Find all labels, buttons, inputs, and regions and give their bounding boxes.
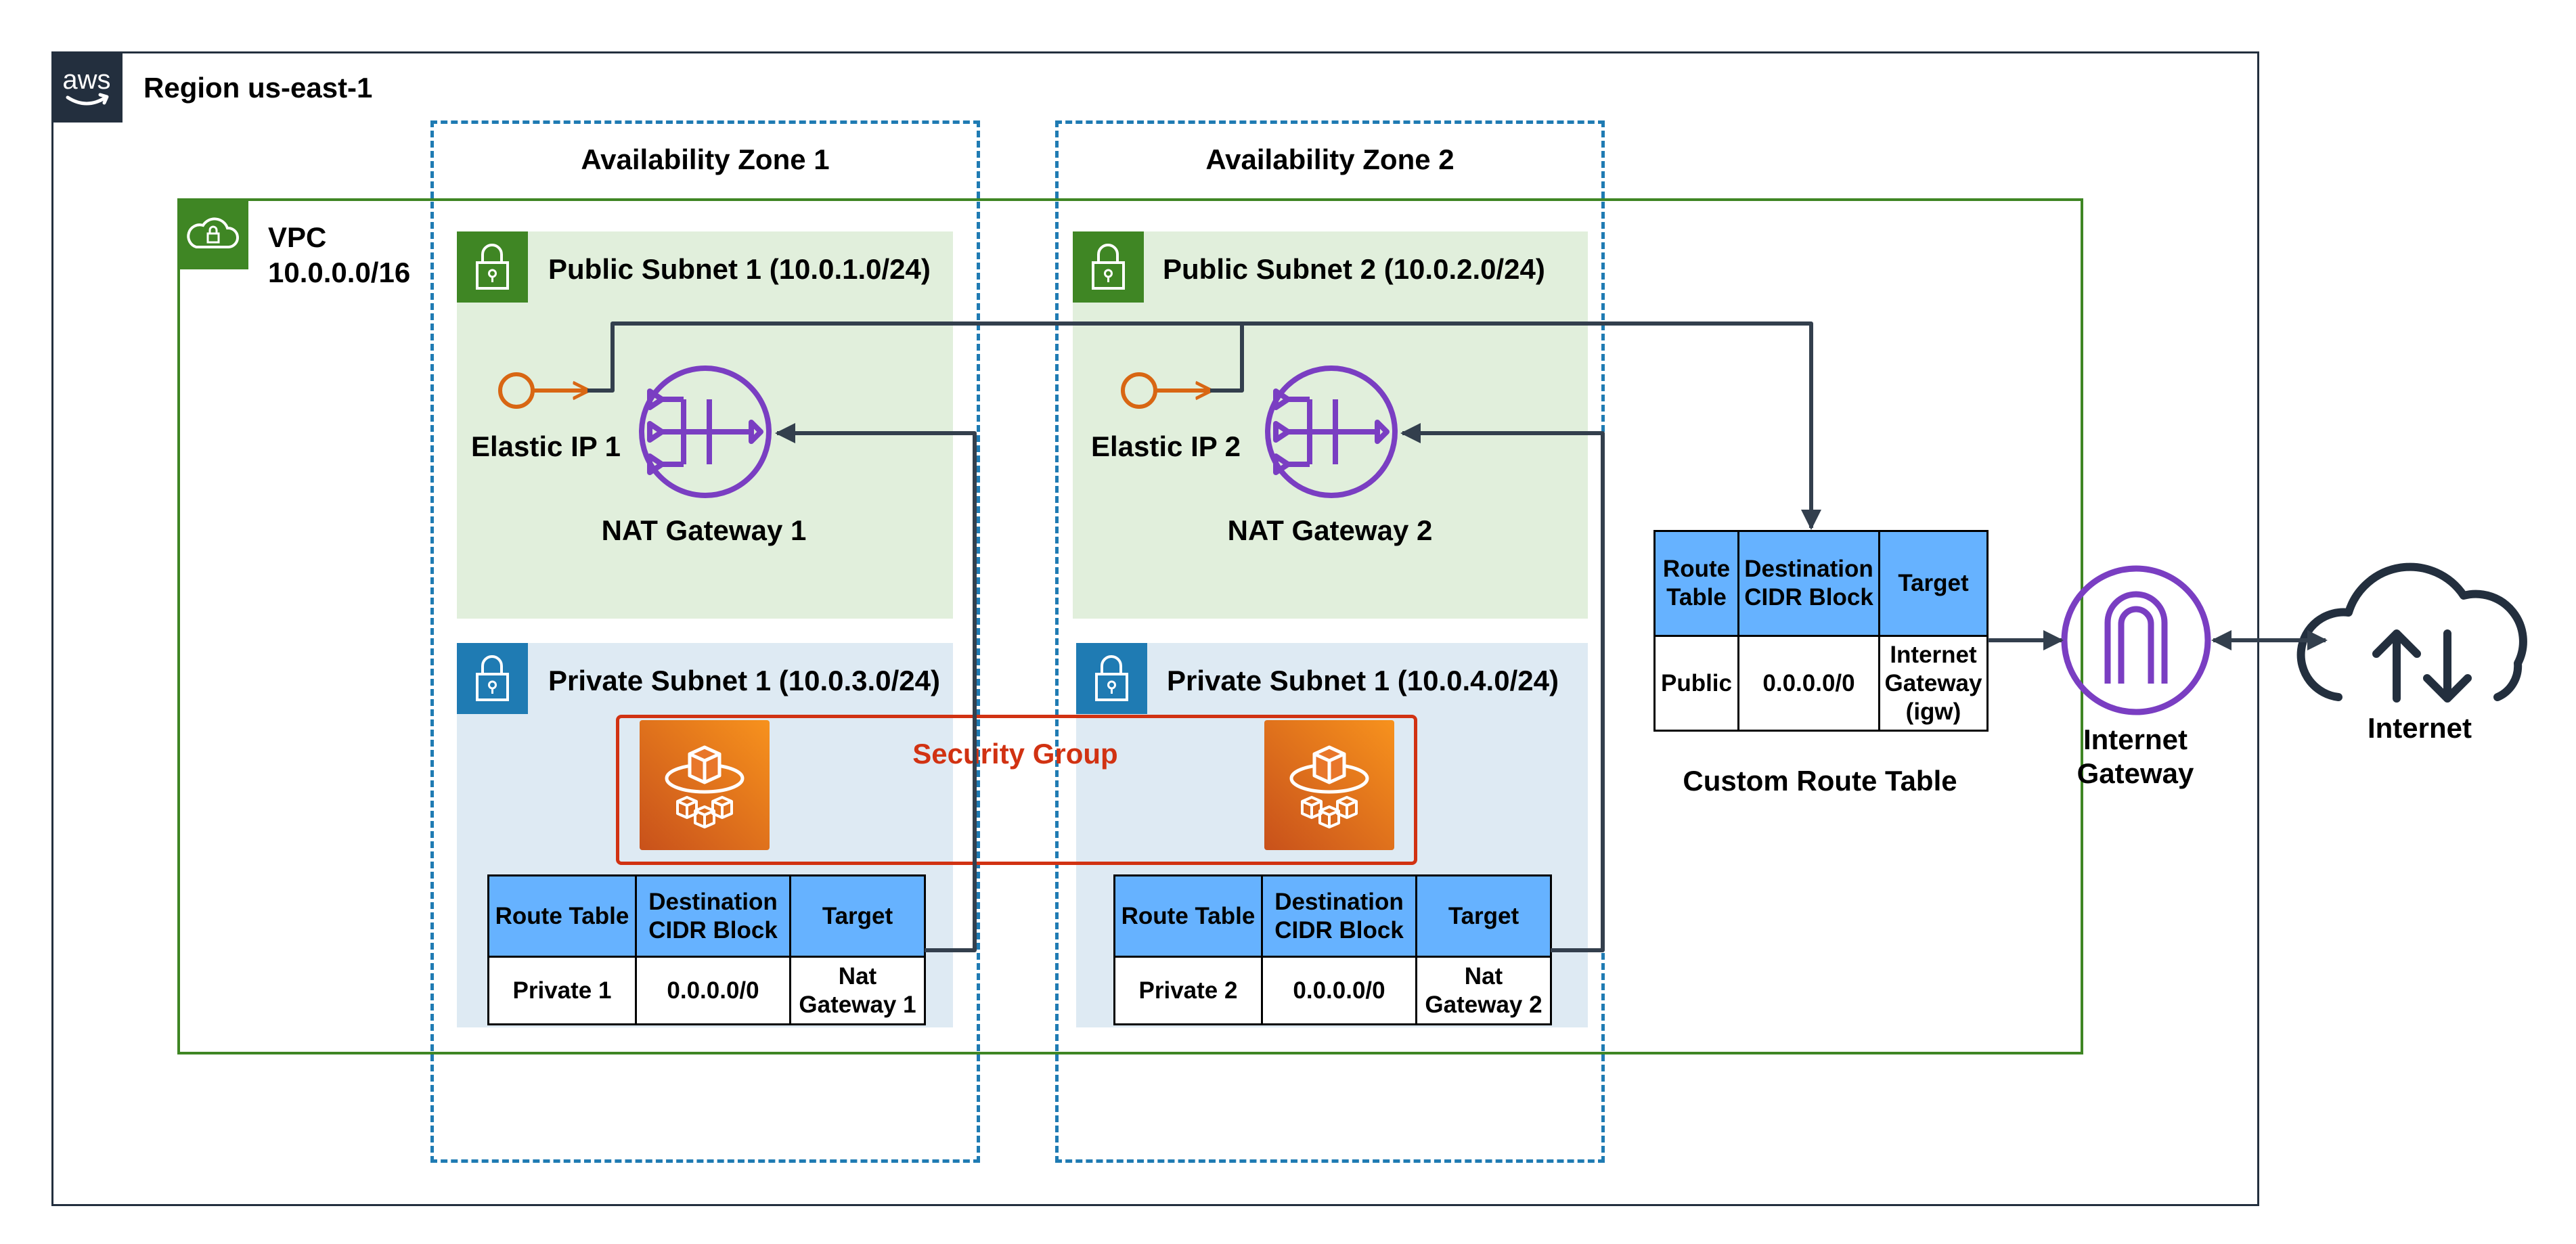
cloud-upload-download-icon bbox=[2296, 562, 2527, 703]
internet-gateway-label-line2: Gateway bbox=[2077, 757, 2194, 789]
table-header: Target bbox=[1878, 530, 1989, 637]
public-subnet-1 bbox=[457, 231, 953, 619]
table-cell: 0.0.0.0/0 bbox=[1261, 956, 1417, 1025]
padlock-icon bbox=[457, 643, 528, 714]
internet-gateway-label-line1: Internet bbox=[2083, 724, 2188, 755]
public-subnet-1-label: Public Subnet 1 (10.0.1.0/24) bbox=[548, 253, 931, 285]
ec2-instance-icon bbox=[1264, 720, 1394, 850]
vpc-container bbox=[177, 198, 2083, 1054]
internet-gateway-label: Internet Gateway bbox=[2051, 723, 2220, 791]
nat-gateway-2-label: NAT Gateway 2 bbox=[1227, 514, 1433, 546]
connector-eip2-to-main-line bbox=[1210, 324, 1244, 393]
table-cell: 0.0.0.0/0 bbox=[1737, 635, 1880, 732]
table-cell: Internet Gateway (igw) bbox=[1878, 635, 1989, 732]
nat-gateway-icon bbox=[1265, 365, 1398, 498]
aws-logo-icon: aws bbox=[51, 51, 123, 123]
padlock-icon bbox=[1073, 231, 1144, 303]
table-header: Destination CIDR Block bbox=[635, 874, 791, 958]
padlock-icon bbox=[1076, 643, 1147, 714]
table-header: Target bbox=[789, 874, 926, 958]
table-header: Target bbox=[1415, 874, 1552, 958]
private-subnet-1-label: Private Subnet 1 (10.0.3.0/24) bbox=[548, 665, 940, 696]
nat-gateway-icon bbox=[639, 365, 772, 498]
elastic-ip-1-label: Elastic IP 1 bbox=[471, 430, 621, 462]
elastic-ip-2-label: Elastic IP 2 bbox=[1091, 430, 1241, 462]
table-cell: Private 1 bbox=[487, 956, 637, 1025]
availability-zone-1 bbox=[430, 120, 980, 1163]
private-route-table-2: Route Table Destination CIDR Block Targe… bbox=[1113, 874, 1552, 1025]
region-label: Region us-east-1 bbox=[143, 72, 373, 104]
nat-gateway-1-label: NAT Gateway 1 bbox=[601, 514, 807, 546]
table-cell: Public bbox=[1653, 635, 1739, 732]
cloud-lock-icon bbox=[177, 198, 248, 269]
table-cell: 0.0.0.0/0 bbox=[635, 956, 791, 1025]
elastic-ip-icon bbox=[498, 372, 587, 409]
table-header: Destination CIDR Block bbox=[1261, 874, 1417, 958]
connector-private-rt2-to-nat2 bbox=[1400, 423, 1605, 952]
table-header: Route Table bbox=[487, 874, 637, 958]
security-group-label: Security Group bbox=[912, 738, 1118, 770]
connector-private-rt1-to-nat1 bbox=[775, 423, 977, 952]
ec2-instance-icon bbox=[640, 720, 770, 850]
public-subnet-2-label: Public Subnet 2 (10.0.2.0/24) bbox=[1163, 253, 1545, 285]
connector-eip1-to-route-table bbox=[587, 321, 1821, 530]
private-route-table-1: Route Table Destination CIDR Block Targe… bbox=[487, 874, 926, 1025]
region-container bbox=[51, 51, 2259, 1206]
public-subnet-2 bbox=[1073, 231, 1588, 619]
private-subnet-2-label: Private Subnet 1 (10.0.4.0/24) bbox=[1167, 665, 1559, 696]
table-header: Route Table bbox=[1113, 874, 1263, 958]
vpc-label: VPC 10.0.0.0/16 bbox=[268, 220, 410, 290]
table-header: Route Table bbox=[1653, 530, 1739, 637]
internet-gateway-icon bbox=[2061, 565, 2211, 715]
table-cell: Private 2 bbox=[1113, 956, 1263, 1025]
security-group bbox=[616, 715, 1417, 865]
table-header: Destination CIDR Block bbox=[1737, 530, 1880, 637]
vpc-label-line1: VPC bbox=[268, 221, 327, 253]
padlock-icon bbox=[457, 231, 528, 303]
table-cell: Nat Gateway 2 bbox=[1415, 956, 1552, 1025]
internet-label: Internet bbox=[2367, 712, 2472, 744]
custom-route-table-caption: Custom Route Table bbox=[1683, 765, 1957, 797]
availability-zone-1-label: Availability Zone 1 bbox=[581, 143, 830, 175]
elastic-ip-icon bbox=[1121, 372, 1210, 409]
availability-zone-2-label: Availability Zone 2 bbox=[1205, 143, 1454, 175]
custom-route-table: Route Table Destination CIDR Block Targe… bbox=[1653, 530, 1989, 732]
vpc-cidr: 10.0.0.0/16 bbox=[268, 257, 411, 288]
table-cell: Nat Gateway 1 bbox=[789, 956, 926, 1025]
svg-text:aws: aws bbox=[62, 65, 110, 95]
